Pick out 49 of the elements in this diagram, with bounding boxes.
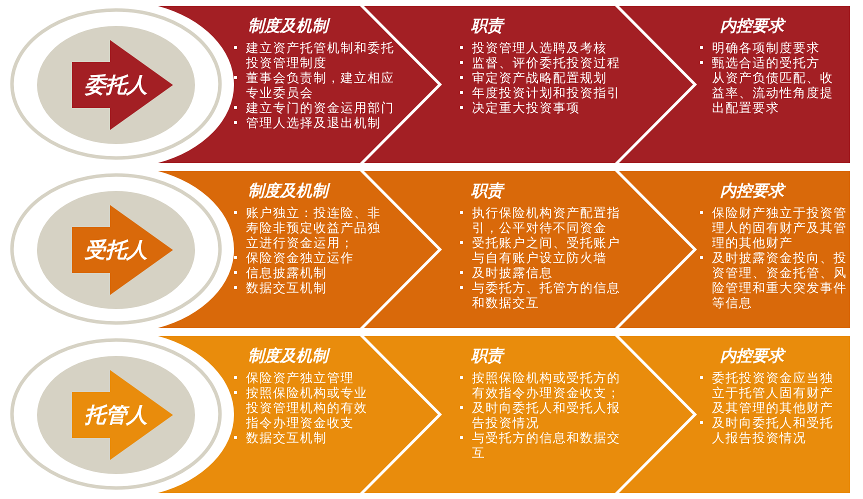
chevron-panel xyxy=(619,171,850,328)
bullet-item: 及时披露资金投向、投资管理、资金托管、风险管理和重大突发事件等信息 xyxy=(699,250,851,310)
panel-heading: 制度及机制 xyxy=(248,346,328,366)
bullet-item: 数据交互机制 xyxy=(233,280,385,295)
bullet-item: 信息披露机制 xyxy=(233,265,385,280)
bullet-item: 数据交互机制 xyxy=(233,430,372,445)
bullet-item: 从资产负债匹配、收益率、流动性角度提出配置要求 xyxy=(711,70,834,115)
bullet-item: 保险资金独立运作 xyxy=(233,250,385,265)
bullet-item: 决定重大投资事项 xyxy=(459,100,625,115)
bullet-item: 保险财产独立于投资管理人的固有财产及其管理的其他财产 xyxy=(699,205,851,250)
chevron-panel xyxy=(364,336,693,493)
bullet-item: 及时向委托人和受托人报告投资情况 xyxy=(699,415,838,445)
role-label: 委托人 xyxy=(84,72,148,98)
bullet-item: 董事会负责制，建立相应专业委员会 xyxy=(233,70,399,100)
bullet-item: 与委托方、托管方的信息和数据交互 xyxy=(459,280,625,310)
bullet-item: 受托账户之间、受托账户与自有账户设立防火墙 xyxy=(459,235,625,265)
panel-heading: 职责 xyxy=(471,346,503,366)
bullet-item: 账户独立：投连险、非寿险非预定收益产品独立进行资金运用； xyxy=(233,205,385,250)
bullet-item: 投资管理人选聘及考核 xyxy=(459,40,625,55)
bullet-item: 建立资产托管机制和委托投资管理制度 xyxy=(233,40,399,70)
bullet-item: 委托投资资金应当独立于托管人固有财产及其管理的其他财产 xyxy=(699,370,838,415)
panel-heading: 职责 xyxy=(471,181,503,201)
ellipse-arrow-badge xyxy=(10,338,222,490)
bullet-item: 保险资产独立管理 xyxy=(233,370,372,385)
bullet-item: 甄选合适的受托方 xyxy=(699,55,838,70)
ellipse-arrow-badge xyxy=(10,173,222,325)
ellipse-arrow-badge xyxy=(10,8,222,160)
panel-heading: 内控要求 xyxy=(720,346,784,366)
bullet-item: 建立专门的资金运用部门 xyxy=(233,100,399,115)
bullet-item: 明确各项制度要求 xyxy=(699,40,838,55)
bullet-item: 及时向委托人和受托人报告投资情况 xyxy=(459,400,625,430)
panel-heading: 制度及机制 xyxy=(248,16,328,36)
role-label: 受托人 xyxy=(84,237,148,263)
panel-heading: 内控要求 xyxy=(720,181,784,201)
bullet-item: 与受托方的信息和数据交互 xyxy=(459,430,625,460)
bullet-item: 按照保险机构或专业投资管理机构的有效指令办理资金收支 xyxy=(233,385,372,430)
bullet-item: 执行保险机构资产配置指引，公平对待不同资金 xyxy=(459,205,625,235)
bullet-item: 按照保险机构或受托方的有效指令办理资金收支； xyxy=(459,370,625,400)
bullet-item: 监督、评价委托投资过程 xyxy=(459,55,625,70)
chevron-panel xyxy=(619,6,850,163)
role-label: 托管人 xyxy=(84,402,148,428)
panel-heading: 内控要求 xyxy=(720,16,784,36)
panel-heading: 职责 xyxy=(471,16,503,36)
bullet-item: 管理人选择及退出机制 xyxy=(233,115,399,130)
chevron-panel xyxy=(619,336,850,493)
bullet-item: 审定资产战略配置规划 xyxy=(459,70,625,85)
panel-heading: 制度及机制 xyxy=(248,181,328,201)
bullet-item: 及时披露信息 xyxy=(459,265,625,280)
bullet-item: 年度投资计划和投资指引 xyxy=(459,85,625,100)
